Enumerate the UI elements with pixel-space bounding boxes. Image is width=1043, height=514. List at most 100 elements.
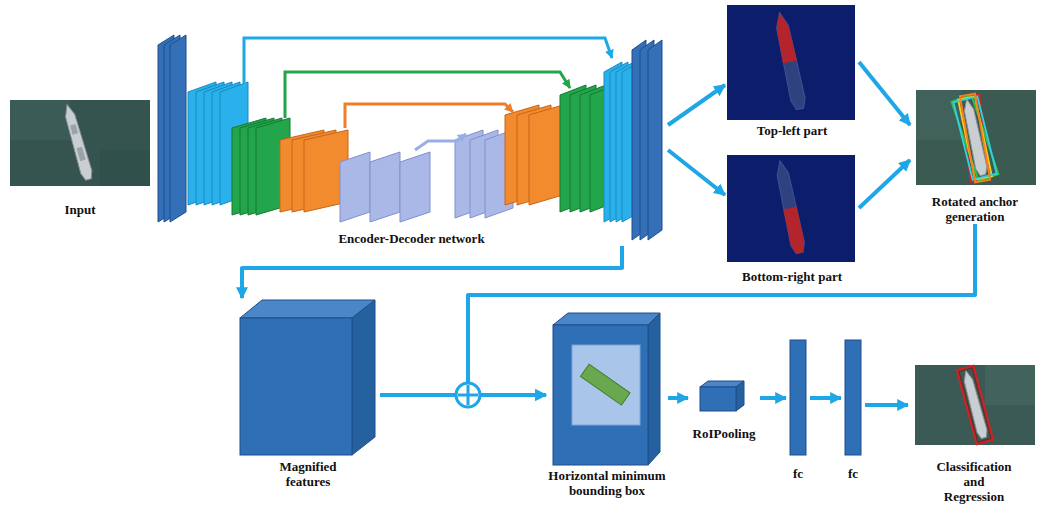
anchor-image (916, 90, 1036, 185)
lavender-layers (400, 152, 430, 222)
sum-symbol (467, 385, 470, 405)
feature-map (240, 300, 375, 455)
figure-label: Classification and Regression (934, 459, 1014, 504)
figure-label: Bottom-right part (725, 269, 859, 284)
figure-label: Rotated anchor generation (915, 194, 1035, 224)
feature-map (553, 325, 648, 465)
figure-node: Bottom-right part (725, 152, 859, 284)
result-image (915, 365, 1035, 445)
heatmap-image (727, 155, 855, 262)
anchor-image (916, 90, 961, 140)
heatmap-image (727, 155, 855, 262)
result-image (957, 366, 993, 444)
lavender-layers (340, 152, 370, 222)
feature-map (553, 313, 660, 465)
figure-node: fc (786, 338, 810, 481)
flow-arrow (865, 403, 908, 407)
figure-label: Magnified features (268, 459, 348, 489)
fc-layer (790, 340, 806, 455)
pooled-map (700, 381, 744, 411)
input-image (62, 103, 94, 181)
feature-map (648, 313, 660, 465)
heatmap-image (727, 5, 855, 120)
figure-node: Magnified features (236, 298, 380, 489)
figure-node: Input (8, 98, 152, 217)
dark-blue-layers (648, 40, 662, 240)
figure-node: Horizontal minimum bounding box (546, 310, 668, 498)
skip-connection (244, 38, 612, 84)
anchor-image (951, 92, 1000, 184)
figure-label: Horizontal minimum bounding box (546, 468, 668, 498)
anchor-image (951, 92, 1000, 184)
input-image (100, 150, 150, 186)
input-image (10, 100, 150, 186)
heatmap-image (773, 159, 806, 254)
skip-connection (244, 38, 612, 150)
figure-node: Top-left part (725, 3, 859, 138)
heatmap-image (772, 11, 797, 63)
skip-connection (285, 72, 570, 118)
flow-arrow (760, 396, 786, 400)
result-image (959, 368, 991, 442)
fc-layer (790, 340, 861, 455)
pooled-map (700, 387, 736, 411)
heatmap-image (772, 11, 807, 110)
heatmap-image (772, 11, 807, 110)
lavender-layers (370, 152, 400, 222)
flow-arrow (242, 246, 622, 298)
figure-label: Top-left part (725, 123, 859, 138)
flow-arrow (668, 150, 725, 195)
dark-blue-layers (158, 35, 186, 222)
orange-layers (529, 105, 563, 205)
flow-arrow (859, 160, 910, 208)
dark-blue-layers (632, 40, 662, 240)
flow-arrow (859, 62, 910, 125)
heatmap-image (783, 207, 806, 255)
heatmap-image (773, 159, 806, 254)
figure-node: fc (841, 338, 865, 481)
orange-layers (280, 130, 348, 212)
anchor-image (952, 95, 999, 181)
lavender-layers (340, 130, 513, 222)
fc-layer (845, 340, 861, 455)
anchor-image (960, 94, 990, 183)
flow-arrow (668, 85, 725, 125)
orange-layers (505, 105, 563, 205)
skip-connection (345, 104, 513, 128)
result-image (985, 365, 1035, 405)
input-image (62, 103, 94, 181)
figure-label: Encoder-Decoder network (155, 231, 668, 246)
feature-map (572, 345, 640, 425)
input-image (77, 147, 86, 161)
figure-label: fc (841, 466, 865, 481)
feature-map (240, 318, 352, 455)
input-image (10, 100, 150, 186)
skip-connection (415, 134, 466, 150)
input-image (10, 100, 70, 140)
sum-symbol (456, 383, 480, 407)
figure-node: Encoder-Decoder network (155, 28, 668, 246)
flow-arrow (468, 224, 975, 395)
dark-blue-layers (170, 35, 186, 222)
figure-label: RoIPooling (688, 426, 760, 441)
pooled-map (736, 381, 744, 411)
flow-arrow (810, 396, 841, 400)
figure-label: fc (786, 466, 810, 481)
flow-arrow (668, 396, 688, 400)
figure-label: Input (8, 202, 152, 217)
feature-map (553, 313, 660, 325)
sum-symbol (456, 383, 480, 407)
feature-map (581, 364, 631, 405)
feature-map (352, 300, 375, 455)
anchor-image (953, 96, 996, 179)
figure-node: Classification and Regression (908, 362, 1040, 504)
figure-node: RoIPooling (688, 380, 760, 441)
result-image (915, 365, 1035, 445)
figure-node: Rotated anchor generation (910, 88, 1040, 224)
input-image (70, 124, 78, 135)
heatmap-image (727, 5, 855, 120)
